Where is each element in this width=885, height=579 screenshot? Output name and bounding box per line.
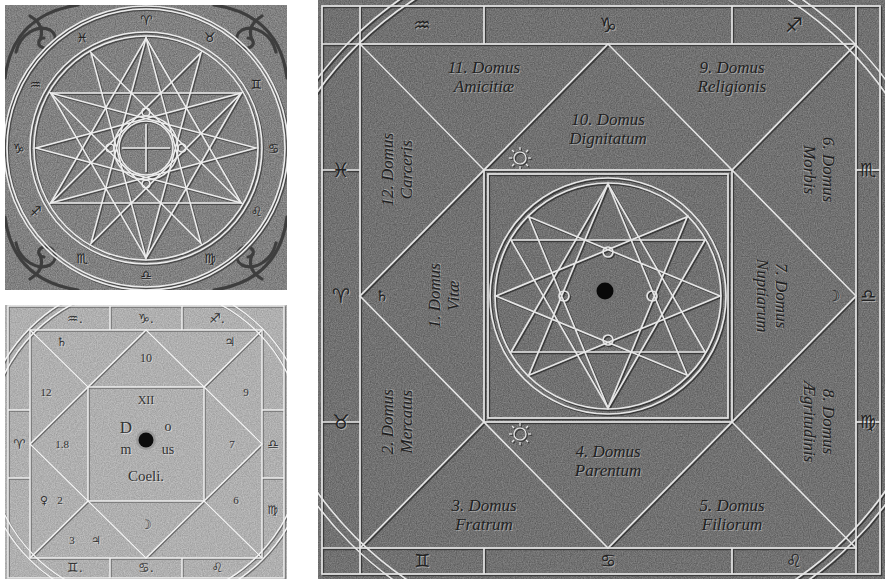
house-field: 8. Domus Ægritudinis (799, 376, 836, 468)
house-label: D (120, 419, 132, 436)
zodiac-sign: ♏ (860, 161, 876, 179)
house-field: 5. Domus Filiorum (686, 497, 778, 534)
zodiac-sign: ♌ (786, 552, 802, 570)
house-number: 1.8 (55, 439, 69, 450)
house-field: 1. Domus Vitæ (426, 250, 463, 342)
house-field: 3. Domus Fratrum (438, 497, 530, 534)
house-label: 4. Domus Parentum (562, 443, 654, 480)
zodiac-sign: ♑ (13, 142, 25, 155)
house-label: 7. Domus Nuptiarum (752, 250, 789, 342)
house-label: 12. Domus Carceris (379, 124, 416, 216)
zodiac-sign: ♈ (332, 286, 350, 306)
house-field: 7. Domus Nuptiarum (752, 250, 789, 342)
zodiac-sign: ♓ (76, 31, 88, 44)
planet-symbol: ♄ (375, 289, 388, 304)
house-number: 6 (233, 495, 239, 506)
zodiac-sign: ♈ (13, 438, 25, 451)
zodiac-sign: ♎ (860, 287, 876, 305)
house-chart-plate (318, 0, 885, 579)
house-label: 2. Domus Mercatus (379, 376, 416, 468)
zodiac-sign: ♉ (332, 412, 350, 432)
zodiac-sign: ♓ (332, 160, 350, 180)
zodiac-sign: ♍ (860, 413, 876, 431)
house-label: o (165, 420, 172, 434)
square-plate (5, 305, 287, 579)
zodiac-sign: ♐. (209, 312, 225, 325)
house-label: 9. Domus Religionis (686, 59, 778, 96)
zodiac-sign: ♍ (268, 504, 279, 516)
house-label: us (162, 443, 174, 457)
zodiac-sign: ♐ (785, 15, 803, 35)
planet-symbol: ☽ (827, 289, 840, 304)
house-field: 9. Domus Religionis (686, 59, 778, 96)
house-number: 3 (69, 535, 75, 546)
house-label: 1. Domus Vitæ (426, 250, 463, 342)
planet-symbol: ♃ (91, 535, 101, 546)
circular-plate (5, 5, 287, 290)
planet-symbol: ♀ (40, 495, 48, 506)
house-field: 10. Domus Dignitatum (562, 111, 654, 148)
house-number: 12 (41, 387, 52, 398)
planet-symbol: ☽ (140, 518, 152, 531)
house-label: 8. Domus Ægritudinis (799, 376, 836, 468)
planet-symbol: ♄ (57, 336, 68, 348)
zodiac-sign: ♌ (251, 205, 263, 218)
house-number: 9 (243, 387, 249, 398)
center-house: XII Do m usCoeli. (88, 387, 204, 501)
house-label: Coeli. (128, 469, 164, 484)
zodiac-sign: ♋. (138, 561, 154, 574)
zodiac-sign: ♍ (204, 252, 216, 265)
zodiac-sign: ♎ (267, 438, 279, 451)
house-label: 10. Domus Dignitatum (562, 111, 654, 148)
house-field: 12. Domus Carceris (379, 124, 416, 216)
zodiac-sign: ♋ (600, 552, 616, 570)
planet-symbol: ♃ (225, 336, 236, 348)
house-label: 3. Domus Fratrum (438, 497, 530, 534)
house-label: XII (138, 394, 155, 406)
house-label: 5. Domus Filiorum (686, 497, 778, 534)
zodiac-sign: ♒ (413, 15, 431, 35)
house-label: 6. Domus Morbis (799, 124, 836, 216)
zodiac-sign: ♏ (76, 252, 88, 265)
house-field: 6. Domus Morbis (799, 124, 836, 216)
house-field: 11. Domus Amicitiæ (438, 59, 530, 96)
house-label: m (121, 443, 132, 457)
zodiac-sign: ♑. (138, 312, 154, 325)
zodiac-sign: ♋ (268, 142, 280, 155)
house-field: 4. Domus Parentum (562, 443, 654, 480)
zodiac-sign: ♌ (211, 561, 223, 574)
zodiac-sign: ♈ (140, 14, 152, 27)
zodiac-sign: ♑ (599, 15, 617, 35)
house-number: 10 (140, 352, 152, 364)
zodiac-sign: ♐ (30, 205, 42, 218)
house-number: 7 (229, 439, 235, 450)
zodiac-sign: ♊ (251, 78, 263, 91)
zodiac-sign: ♊. (67, 561, 83, 574)
zodiac-sign: ♊ (414, 552, 430, 570)
zodiac-sign: ♎ (140, 269, 152, 282)
house-label: 11. Domus Amicitiæ (438, 59, 530, 96)
house-field: 2. Domus Mercatus (379, 376, 416, 468)
zodiac-sign: ♒. (67, 312, 83, 325)
zodiac-sign: ♒ (30, 78, 42, 91)
zodiac-sign: ♉ (204, 31, 216, 44)
house-number: 2 (57, 495, 63, 506)
